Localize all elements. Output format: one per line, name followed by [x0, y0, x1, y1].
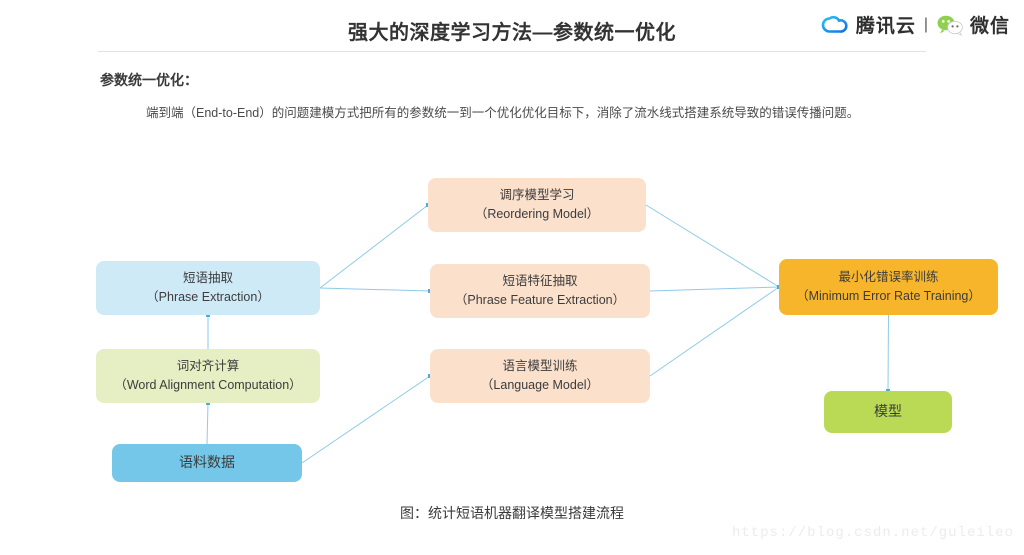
- flow-node-phrase-extraction: 短语抽取 （Phrase Extraction）: [96, 261, 320, 315]
- brand-bar: 腾讯云 | 微信: [820, 11, 1010, 38]
- flow-node-reordering-model: 调序模型学习 （Reordering Model）: [428, 178, 646, 232]
- section-label: 参数统一优化：: [100, 72, 198, 88]
- flow-node-subtitle: （Phrase Extraction）: [146, 290, 270, 304]
- flow-edge-corpus-data-to-word-alignment-computation: [206, 402, 209, 445]
- flow-node-title: 最小化错误率训练: [838, 269, 939, 284]
- flow-node-corpus-data: 语料数据: [112, 444, 302, 482]
- flow-node-subtitle: （Reordering Model）: [474, 207, 600, 221]
- flow-node-minimum-error-rate-training: 最小化错误率训练 （Minimum Error Rate Training）: [779, 259, 998, 315]
- wechat-label: 微信: [969, 16, 1010, 37]
- tencent-cloud-label: 腾讯云: [855, 16, 916, 37]
- flow-node-word-alignment-computation: 词对齐计算 （Word Alignment Computation）: [96, 349, 320, 403]
- page-title: 强大的深度学习方法—参数统一优化: [348, 22, 676, 44]
- figure-caption: 图：统计短语机器翻译模型搭建流程: [400, 505, 624, 521]
- wechat-icon: [936, 14, 964, 36]
- flow-node-title: 词对齐计算: [176, 358, 240, 373]
- flow-node-title: 语料数据: [179, 454, 235, 471]
- flow-edge-language-model-to-minimum-error-rate-training: [649, 286, 780, 377]
- flow-node-subtitle: （Word Alignment Computation）: [114, 378, 302, 392]
- flow-edge-endpoint: [206, 401, 210, 405]
- flow-node-model-output: 模型: [824, 391, 952, 433]
- tencent-cloud-icon: [820, 14, 850, 36]
- flow-edge-phrase-extraction-to-reordering-model: [319, 204, 429, 289]
- watermark: https://blog.csdn.net/guleileo: [731, 525, 1014, 541]
- brand-separator: |: [923, 15, 928, 33]
- flow-edge-endpoint: [206, 313, 210, 317]
- flow-node-title: 语言模型训练: [502, 358, 578, 373]
- flow-node-subtitle: （Minimum Error Rate Training）: [796, 289, 981, 303]
- intro-paragraph: 端到端（End-to-End）的问题建模方式把所有的参数统一到一个优化优化目标下…: [146, 106, 860, 120]
- page-header: 强大的深度学习方法—参数统一优化 腾讯云 |: [0, 0, 1024, 52]
- flow-node-subtitle: （Phrase Feature Extraction）: [454, 293, 626, 307]
- flow-node-subtitle: （Language Model）: [480, 378, 600, 392]
- flow-edge-reordering-model-to-minimum-error-rate-training: [645, 204, 780, 288]
- flow-node-title: 短语特征抽取: [502, 273, 578, 288]
- flow-edge-corpus-data-to-language-model: [301, 375, 431, 464]
- flow-edge-phrase-extraction-to-phrase-feature-extraction: [319, 287, 431, 292]
- flow-edge-phrase-feature-extraction-to-minimum-error-rate-training: [649, 286, 780, 292]
- flow-edge-minimum-error-rate-training-to-model-output: [887, 314, 889, 392]
- flow-node-phrase-feature-extraction: 短语特征抽取 （Phrase Feature Extraction）: [430, 264, 650, 318]
- flow-node-title: 模型: [874, 403, 902, 420]
- flow-node-title: 短语抽取: [182, 270, 233, 285]
- flow-node-language-model: 语言模型训练 （Language Model）: [430, 349, 650, 403]
- header-divider: [98, 51, 926, 52]
- flow-node-title: 调序模型学习: [499, 187, 575, 202]
